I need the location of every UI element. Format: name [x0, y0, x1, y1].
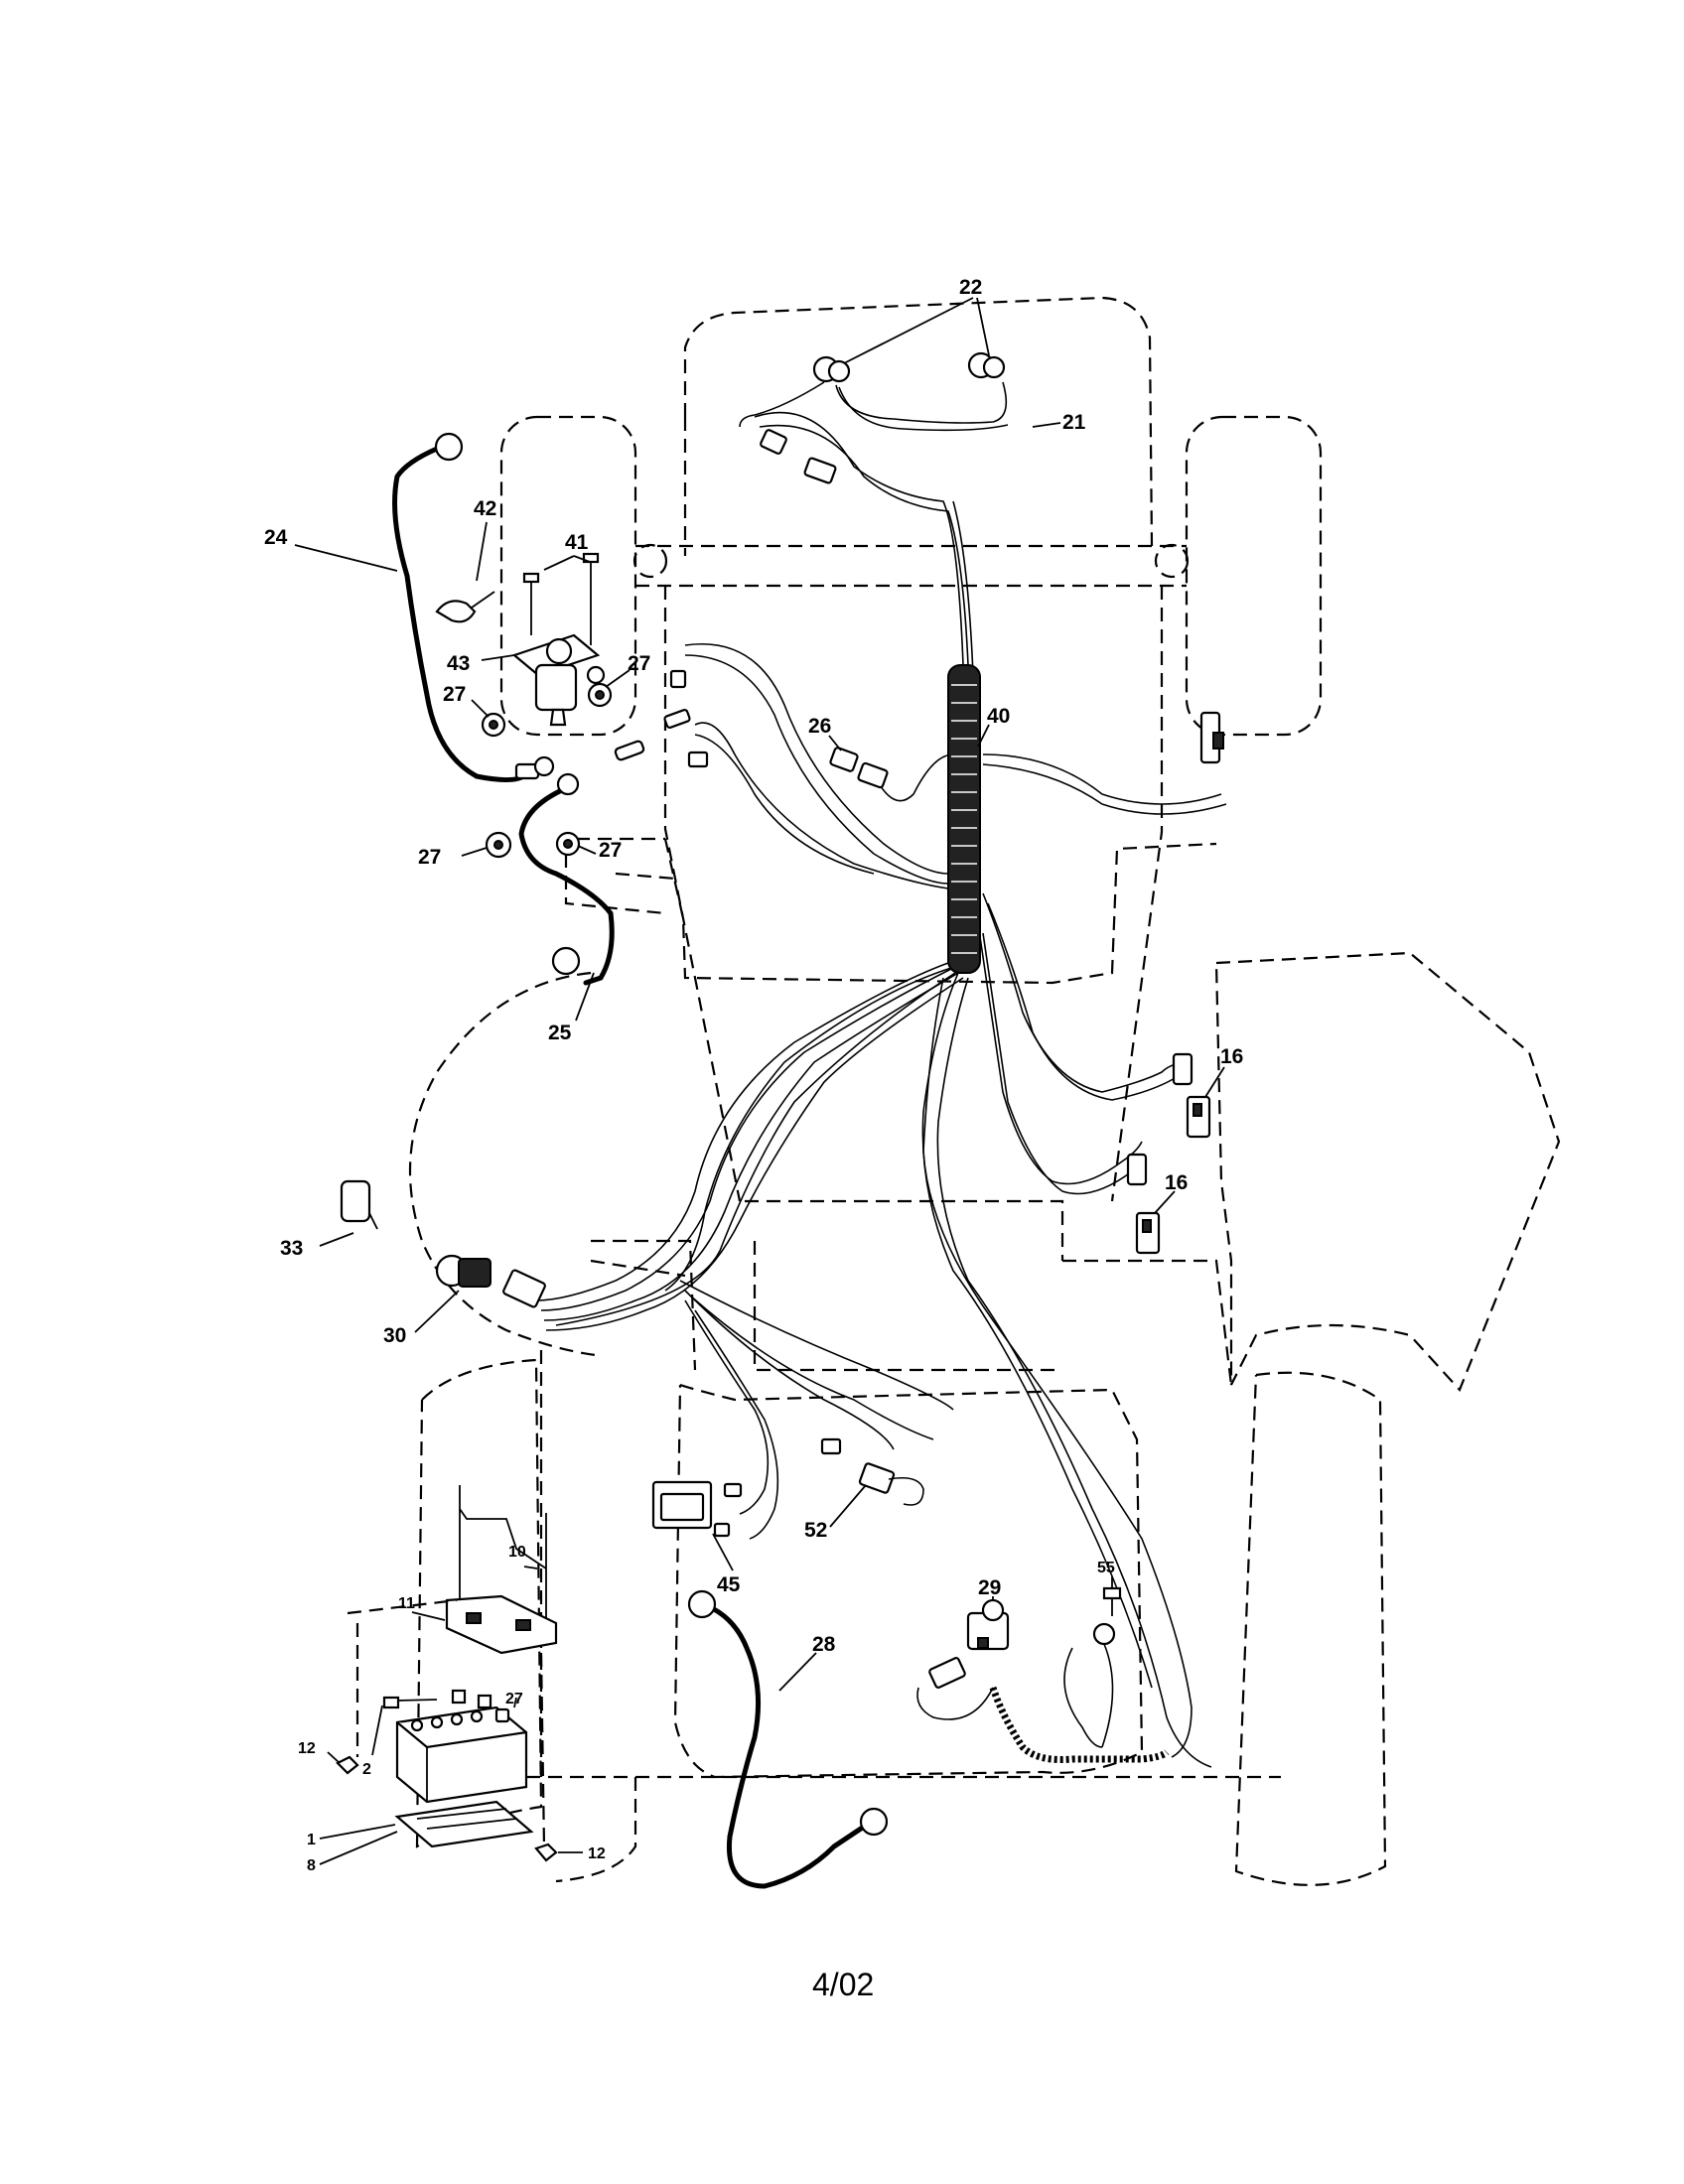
callout-26: 26	[808, 715, 831, 738]
solenoid	[511, 633, 606, 727]
ignition-key	[340, 1179, 378, 1230]
harness-bundle	[535, 411, 1227, 1768]
callout-27-c: 27	[418, 846, 441, 869]
drawing-date: 4/02	[812, 1967, 874, 2002]
battery-tray	[394, 1800, 534, 1848]
hex-nut	[555, 831, 581, 857]
wing-nut-left	[336, 1755, 359, 1775]
fuse-holder	[614, 740, 645, 761]
headlight-connector-b	[803, 457, 837, 484]
callout-27-d: 27	[599, 839, 622, 862]
headlight-left	[812, 355, 851, 383]
callout-27-b: 27	[628, 652, 650, 675]
callout-12-a: 12	[298, 1740, 316, 1757]
battery	[395, 1706, 528, 1804]
callout-16-a: 16	[1220, 1045, 1243, 1068]
hex-nut	[587, 682, 613, 708]
terminal-bolts	[382, 1689, 492, 1709]
callout-27-e: 27	[505, 1691, 523, 1707]
callout-40: 40	[987, 705, 1010, 728]
module-45	[651, 1480, 743, 1538]
callout-16-b: 16	[1165, 1171, 1188, 1194]
callouts: 22 21 24 42 41 43 27 27 27 27 26 40 25 1…	[264, 276, 1243, 1874]
terminal-boot-42	[435, 600, 477, 623]
callout-29: 29	[978, 1576, 1001, 1599]
wire-loom	[947, 664, 981, 974]
starter-switch-29	[966, 1598, 1010, 1651]
callout-1: 1	[307, 1832, 316, 1848]
callout-45: 45	[717, 1573, 741, 1596]
connector-26a	[829, 747, 859, 772]
connector-26b	[857, 761, 889, 789]
switch-16b	[1135, 1211, 1161, 1255]
callout-21: 21	[1062, 411, 1086, 434]
headlight-connector-a	[760, 429, 787, 455]
ignition-switch	[435, 1254, 546, 1308]
callout-12-b: 12	[588, 1845, 606, 1862]
solenoid-cable-25	[518, 783, 615, 986]
connector-16b-female	[1126, 1153, 1148, 1186]
coil-loom	[989, 1686, 1170, 1763]
callout-11: 11	[398, 1595, 415, 1612]
battery-hold-down-bracket	[445, 1594, 558, 1655]
callout-52: 52	[804, 1519, 827, 1542]
callout-25: 25	[548, 1022, 572, 1044]
callout-55: 55	[1097, 1560, 1115, 1576]
callout-42: 42	[474, 497, 496, 520]
callout-41: 41	[565, 531, 589, 554]
ground-cable-28	[705, 1603, 867, 1889]
hex-nut	[481, 712, 506, 738]
battery-cable-24	[392, 446, 529, 782]
callout-28: 28	[812, 1633, 836, 1656]
battery-hold-down-rods	[459, 1485, 547, 1628]
connector-29	[928, 1657, 966, 1689]
relay-52	[820, 1437, 924, 1506]
callout-30: 30	[383, 1324, 406, 1347]
ground-screw-55	[1102, 1586, 1122, 1616]
callout-27-a: 27	[443, 683, 466, 706]
callout-22: 22	[959, 276, 982, 299]
switch-16a	[1186, 1095, 1211, 1139]
callout-24: 24	[264, 526, 288, 549]
callout-2: 2	[362, 1761, 371, 1778]
callout-10: 10	[508, 1544, 526, 1561]
wing-nut-right	[534, 1843, 558, 1862]
headlight-right	[967, 351, 1006, 379]
solenoid-bolts	[522, 552, 600, 645]
hex-nut	[485, 831, 512, 859]
leader-lines	[294, 297, 1225, 1865]
callout-33: 33	[280, 1237, 303, 1260]
callout-8: 8	[307, 1857, 316, 1874]
connector-16a-female	[1172, 1052, 1193, 1086]
callout-43: 43	[447, 652, 470, 675]
